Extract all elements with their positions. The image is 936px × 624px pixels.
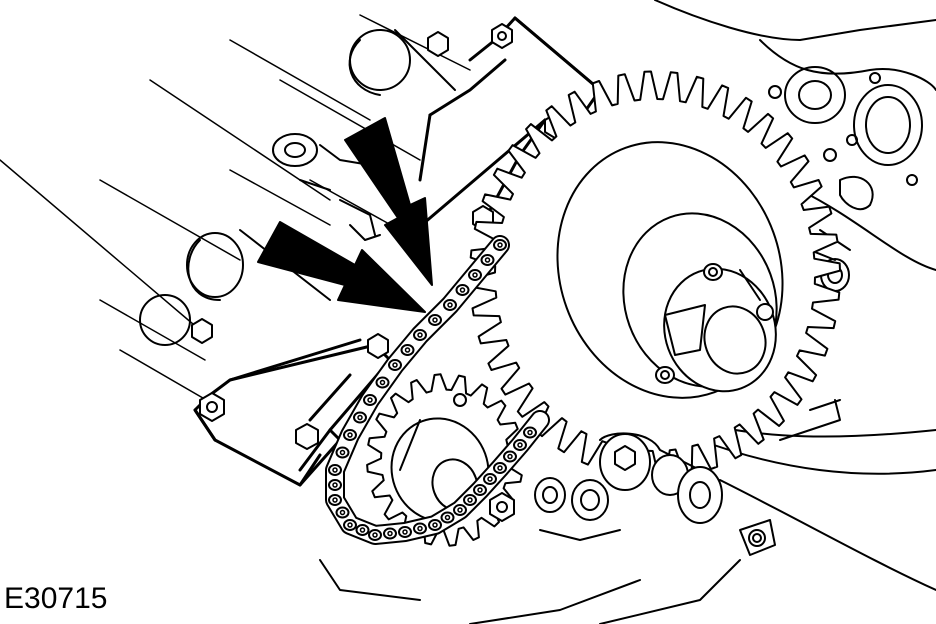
indicator-arrow-lower <box>257 221 426 313</box>
timing-chain <box>325 235 550 545</box>
lower-cap-bolts <box>191 318 389 450</box>
lower-bearing-cap <box>193 338 392 487</box>
figure-id-label: E30715 <box>4 582 108 615</box>
background-lines <box>0 14 471 406</box>
camshaft-hub <box>556 141 784 399</box>
engine-housing <box>319 0 936 624</box>
lower-bosses <box>489 432 776 556</box>
indicator-arrow-upper <box>344 117 433 286</box>
